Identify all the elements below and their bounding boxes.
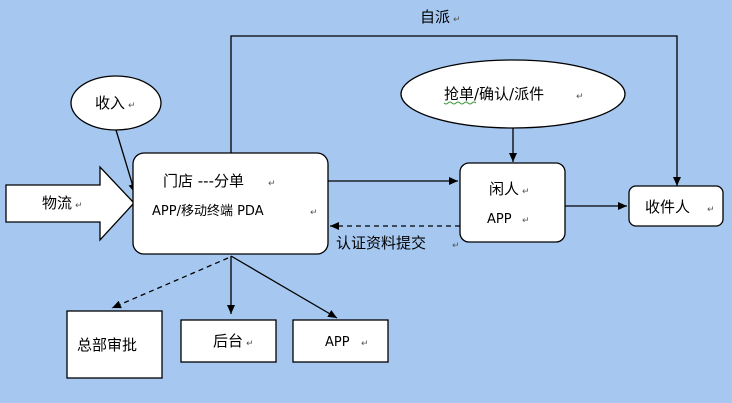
paragraph-mark: ↵ bbox=[576, 92, 584, 102]
node-income-label: 收入 bbox=[95, 94, 125, 112]
paragraph-mark: ↵ bbox=[522, 187, 530, 197]
edge-self-dispatch bbox=[230, 35, 681, 186]
node-hq bbox=[66, 310, 163, 379]
paragraph-mark: ↵ bbox=[522, 216, 530, 226]
node-recipient bbox=[628, 185, 724, 227]
node-hq-label: 总部审批 bbox=[77, 336, 137, 354]
node-idle bbox=[459, 162, 566, 243]
node-recipient-label: 收件人 bbox=[645, 198, 690, 216]
edge-income-store bbox=[115, 129, 137, 194]
edge-store-hq bbox=[111, 257, 229, 309]
node-store-label-line2: APP/移动终端 PDA bbox=[152, 203, 264, 219]
edge-label-self-dispatch: 自派 bbox=[420, 8, 450, 26]
edge-label-verify: 认证资料提交 bbox=[336, 234, 426, 252]
paragraph-mark: ↵ bbox=[361, 339, 369, 349]
paragraph-mark: ↵ bbox=[452, 241, 460, 251]
node-backend bbox=[180, 319, 277, 363]
node-store-label-line1: 门店 ---分单 bbox=[163, 172, 244, 190]
node-app-label: APP bbox=[325, 335, 350, 350]
edge-store-app bbox=[230, 255, 338, 319]
node-logistics-label: 物流 bbox=[42, 194, 72, 212]
paragraph-mark: ↵ bbox=[75, 201, 83, 211]
paragraph-mark: ↵ bbox=[128, 101, 136, 111]
node-grab-label: 抢单/确认/派件 bbox=[444, 85, 544, 103]
node-logistics bbox=[5, 165, 135, 242]
paragraph-mark: ↵ bbox=[453, 15, 461, 25]
node-idle-label-line2: APP bbox=[487, 212, 512, 227]
paragraph-mark: ↵ bbox=[707, 205, 715, 215]
node-store bbox=[132, 152, 329, 255]
node-backend-label: 后台 bbox=[213, 332, 243, 350]
paragraph-mark: ↵ bbox=[246, 339, 254, 349]
node-app bbox=[292, 319, 389, 363]
grab-spellcheck-underline bbox=[443, 101, 477, 105]
node-idle-label-line1: 闲人 bbox=[489, 180, 519, 198]
paragraph-mark: ↵ bbox=[310, 208, 318, 218]
paragraph-mark: ↵ bbox=[268, 179, 276, 189]
